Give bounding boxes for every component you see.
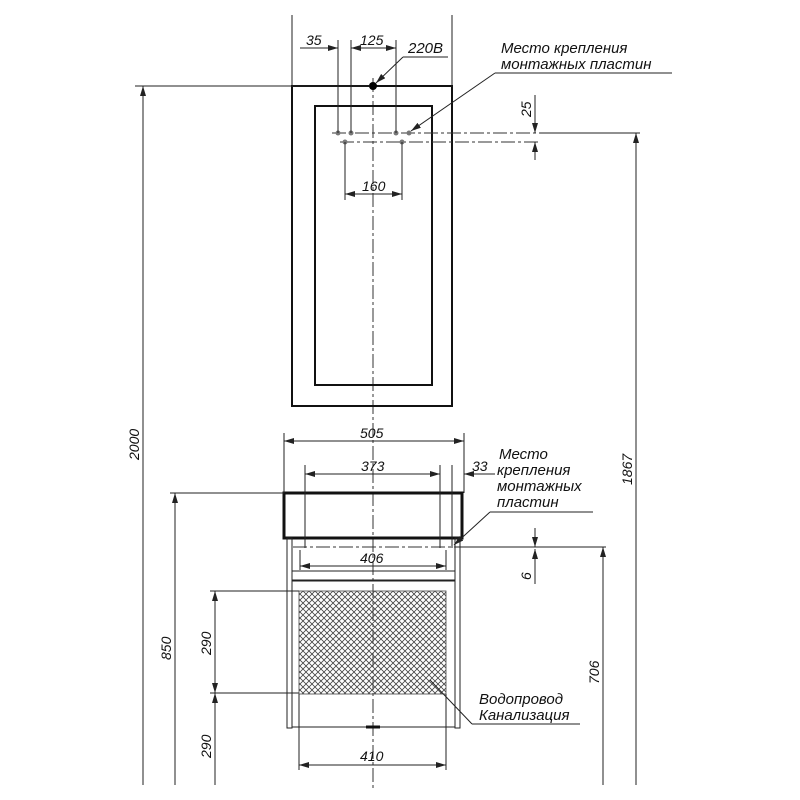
dim-2000: 2000 [126,429,142,461]
cabinet-mount-label-2: крепления [497,462,570,479]
countertop [282,491,464,540]
dim-1867: 1867 [619,453,635,485]
right-post [454,537,461,729]
dim-6: 6 [518,572,534,580]
mirror-inner-glass [314,105,433,386]
dim-160: 160 [362,178,386,194]
dim-850: 850 [158,636,174,660]
pipes-label-sewer: Канализация [479,707,570,724]
pipes-label-water: Водопровод [479,691,563,708]
left-post [286,537,293,729]
dim-290-upper: 290 [198,631,214,656]
power-220v-label: 220В [407,40,443,57]
dim-410: 410 [360,748,384,764]
dim-35: 35 [306,32,322,48]
dim-33: 33 [472,458,488,474]
dim-406: 406 [360,550,384,566]
dim-290-lower: 290 [198,734,214,759]
dim-373: 373 [361,458,385,474]
mirror: 35 125 160 25 220В Место крепления монта… [291,15,672,407]
shelf [291,570,456,581]
cabinet-mount-label-3: монтажных [497,478,582,495]
cabinet-mount-label-1: Место [499,446,548,463]
mesh-panel [298,590,447,695]
cabinet-mount-label-4: пластин [497,494,559,511]
dim-706: 706 [586,660,602,684]
mirror-mount-label-line1: Место крепления [501,40,627,57]
mirror-mount-label-line2: монтажных пластин [501,56,651,73]
power-outlet-point [369,82,377,90]
vanity-cabinet: 505 373 33 406 6 706 850 290 290 [158,425,606,785]
dim-25: 25 [518,101,534,118]
dim-505: 505 [360,425,384,441]
dim-125: 125 [360,32,384,48]
